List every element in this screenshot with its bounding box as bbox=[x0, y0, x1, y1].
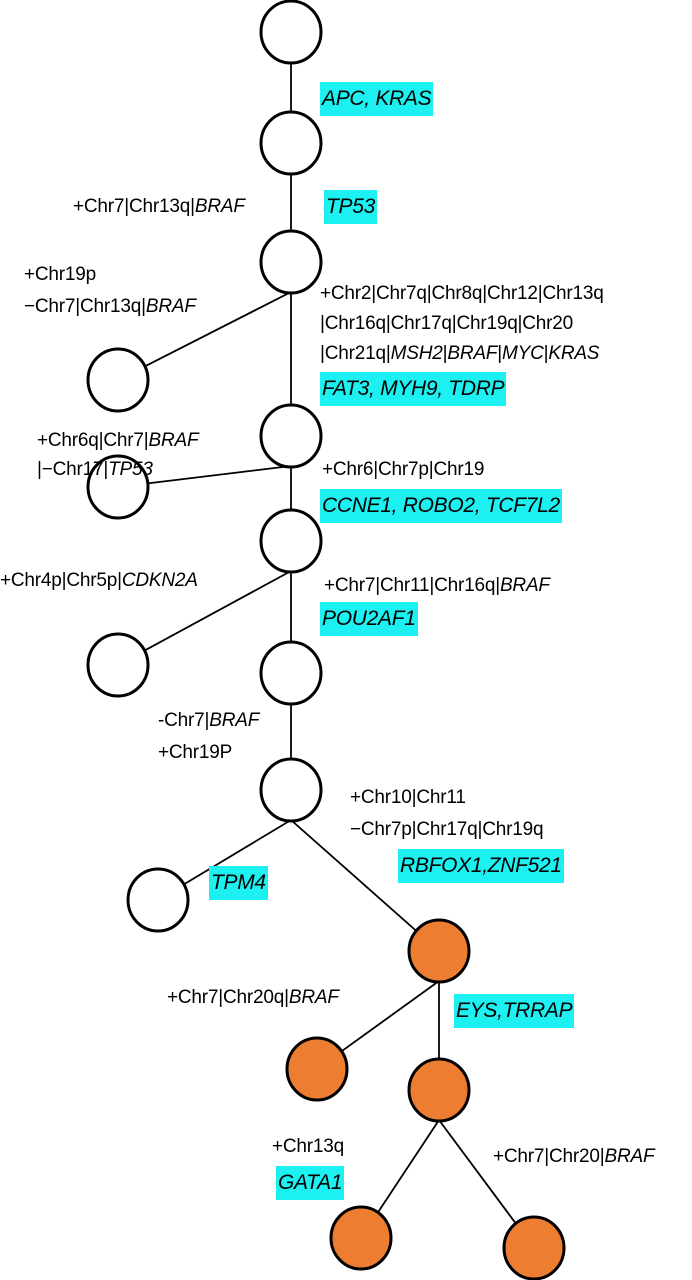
nodes bbox=[86, 0, 566, 1280]
cna-text: +Chr4p|Chr5p| bbox=[0, 570, 122, 591]
subclone-node-o3 bbox=[329, 1205, 393, 1271]
clone-node-n5l bbox=[86, 632, 150, 698]
gene-text: MYC bbox=[501, 343, 544, 364]
cna-text: +Chr7|Chr20q| bbox=[167, 987, 289, 1008]
gene-text: BRAF bbox=[194, 196, 245, 217]
edge-o2-o3 bbox=[376, 1119, 440, 1214]
cna-label-n4-left-line1: +Chr6q|Chr7|BRAF bbox=[37, 428, 199, 454]
cna-text: +Chr7|Chr11|Chr16q| bbox=[324, 575, 500, 596]
clone-node-n4 bbox=[259, 403, 323, 469]
cna-label-n3-n4-line1: +Chr2|Chr7q|Chr8q|Chr12|Chr13q bbox=[320, 283, 604, 304]
cna-label-n6-n7-line2: +Chr19P bbox=[158, 742, 233, 763]
edge-n3-n3l bbox=[144, 291, 292, 368]
gene-text: CDKN2A bbox=[121, 570, 198, 591]
edge-o2-o4 bbox=[438, 1119, 517, 1225]
gene-label-eys-trrap: EYS,TRRAP bbox=[454, 994, 575, 1028]
gene-text: BRAF bbox=[604, 1146, 655, 1167]
separator: | bbox=[442, 343, 448, 364]
cna-text: |Chr21q| bbox=[320, 343, 391, 364]
clone-node-n7l bbox=[126, 867, 190, 933]
cna-label-n3-left-line2: −Chr7|Chr13q|BRAF bbox=[24, 294, 196, 320]
cna-label-n6-n7-line1: -Chr7|BRAF bbox=[158, 708, 259, 734]
separator: | bbox=[543, 343, 549, 364]
cna-label-n5-n6: +Chr7|Chr11|Chr16q|BRAF bbox=[324, 573, 550, 599]
cna-text: −Chr7|Chr13q| bbox=[24, 296, 146, 317]
cna-label-n2-n3: +Chr7|Chr13q|BRAF bbox=[73, 194, 245, 220]
gene-label-rbfox1-znf521: RBFOX1,ZNF521 bbox=[398, 849, 564, 883]
edge-n7-o1 bbox=[290, 819, 418, 932]
clone-node-n2 bbox=[259, 110, 323, 176]
cna-label-n7-o1-line1: +Chr10|Chr11 bbox=[350, 787, 466, 808]
subclone-node-o2 bbox=[407, 1057, 471, 1123]
cna-text: +Chr7|Chr20| bbox=[493, 1146, 605, 1167]
gene-text: TP53 bbox=[108, 459, 153, 480]
cna-label-o1-left: +Chr7|Chr20q|BRAF bbox=[167, 985, 339, 1011]
gene-label-tpm4: TPM4 bbox=[209, 866, 268, 900]
gene-label-pou2af1: POU2AF1 bbox=[320, 602, 418, 636]
cna-text: |−Chr17| bbox=[37, 459, 109, 480]
cna-label-n7-o1-line2: −Chr7p|Chr17q|Chr19q bbox=[350, 819, 544, 840]
cna-label-o2-o3: +Chr13q bbox=[272, 1136, 345, 1157]
cna-label-n3-n4-line2: |Chr16q|Chr17q|Chr19q|Chr20 bbox=[320, 313, 574, 334]
edge-o1-o1l bbox=[340, 980, 440, 1053]
clone-node-n1 bbox=[259, 0, 323, 65]
clone-node-n6 bbox=[259, 640, 323, 706]
clone-node-n4l bbox=[86, 454, 150, 520]
cna-label-n4-left-line2: |−Chr17|TP53 bbox=[37, 457, 153, 483]
cna-label-o2-o4: +Chr7|Chr20|BRAF bbox=[493, 1144, 655, 1170]
subclone-node-o1 bbox=[407, 918, 471, 984]
gene-text: BRAF bbox=[209, 710, 260, 731]
gene-text: BRAF bbox=[499, 575, 550, 596]
clone-node-n3 bbox=[259, 229, 323, 295]
cna-text: -Chr7| bbox=[158, 710, 210, 731]
cna-label-n4-n5: +Chr6|Chr7p|Chr19 bbox=[322, 459, 485, 480]
gene-label-ccne1-robo2-tcf7l2: CCNE1, ROBO2, TCF7L2 bbox=[320, 489, 562, 523]
subclone-node-o4 bbox=[502, 1215, 566, 1280]
cna-text: +Chr7|Chr13q| bbox=[73, 196, 195, 217]
gene-label-tp53: TP53 bbox=[324, 190, 377, 224]
edge-n4-n4l bbox=[147, 465, 292, 485]
edge-n7-n7l bbox=[183, 819, 292, 886]
clone-node-n5 bbox=[259, 508, 323, 574]
clone-node-n7 bbox=[259, 757, 323, 823]
edges bbox=[143, 62, 517, 1225]
cna-label-n3-left-line1: +Chr19p bbox=[24, 264, 97, 285]
gene-text: BRAF bbox=[148, 430, 199, 451]
cna-label-n5-left: +Chr4p|Chr5p|CDKN2A bbox=[0, 568, 198, 594]
gene-text: BRAF bbox=[447, 343, 498, 364]
gene-label-fat3-myh9-tdrp: FAT3, MYH9, TDRP bbox=[320, 372, 507, 406]
gene-text: MSH2 bbox=[390, 343, 443, 364]
edge-n5-n5l bbox=[143, 570, 292, 652]
gene-text: KRAS bbox=[548, 343, 600, 364]
separator: | bbox=[497, 343, 502, 364]
gene-label-apc-kras: APC, KRAS bbox=[320, 82, 434, 116]
clone-node-n3l bbox=[86, 347, 150, 413]
cna-label-n3-n4-line3: |Chr21q|MSH2|BRAF|MYC|KRAS bbox=[320, 341, 599, 367]
subclone-node-o1l bbox=[285, 1036, 349, 1102]
gene-text: BRAF bbox=[288, 987, 339, 1008]
gene-text: BRAF bbox=[145, 296, 196, 317]
gene-label-gata1: GATA1 bbox=[276, 1166, 345, 1200]
cna-text: +Chr6q|Chr7| bbox=[37, 430, 149, 451]
